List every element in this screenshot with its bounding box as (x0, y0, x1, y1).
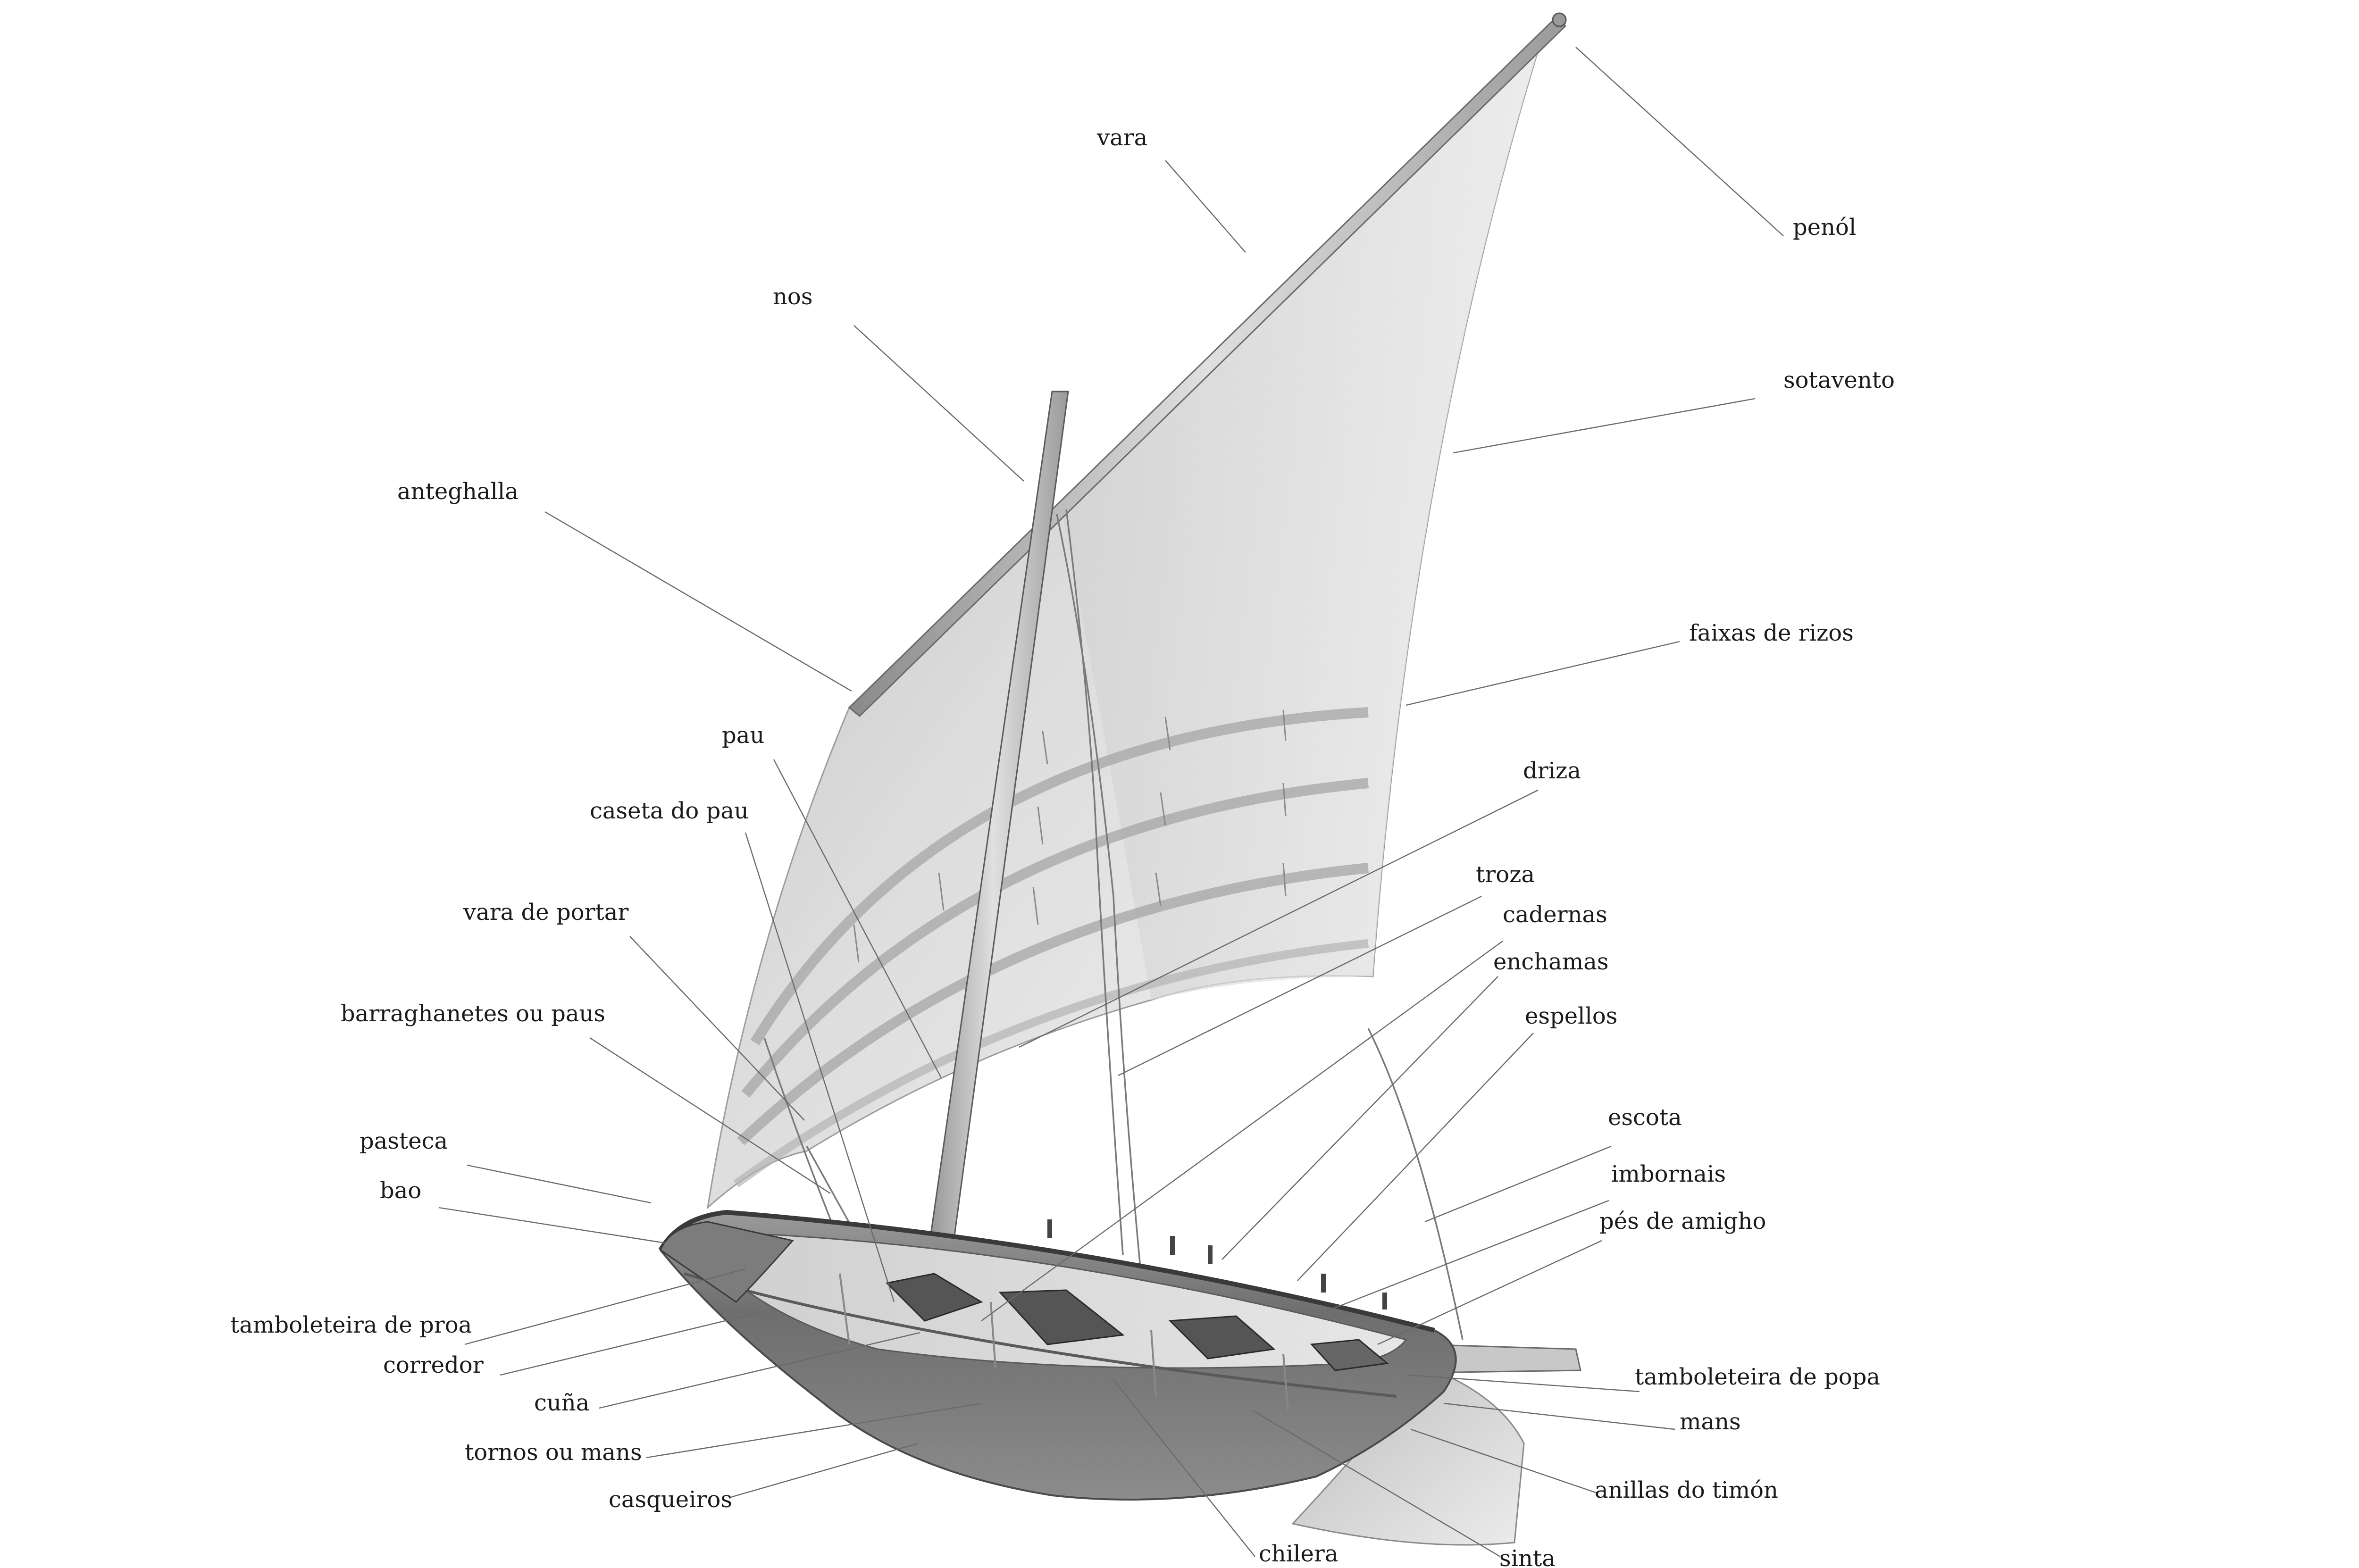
thwart-1 (885, 1273, 983, 1322)
leader-tornos (646, 1402, 982, 1459)
thwart-4 (1310, 1339, 1389, 1371)
label-cuna: cuña (534, 1390, 589, 1416)
leader-sotavento (1453, 398, 1756, 454)
leader-tamboleteira-proa (464, 1268, 746, 1345)
label-driza: driza (1523, 758, 1581, 784)
label-tamboleteira-de-popa: tamboleteira de popa (1635, 1364, 1880, 1390)
reef-band-3 (737, 863, 1369, 1146)
leader-troza (1118, 895, 1482, 1076)
label-tamboleteira-de-proa: tamboleteira de proa (230, 1312, 472, 1338)
label-corredor: corredor (383, 1352, 484, 1378)
leader-bao (438, 1207, 666, 1244)
label-espellos: espellos (1525, 1003, 1617, 1029)
labels: vara penól nos sotavento anteghalla faix… (230, 125, 1895, 1568)
reef-band-4 (733, 939, 1369, 1188)
sail-leeward-panel (1062, 35, 1543, 1000)
yard (848, 12, 1567, 717)
label-faixas-de-rizos: faixas de rizos (1689, 620, 1854, 646)
sail (706, 34, 1544, 1209)
label-vara: vara (1096, 125, 1147, 151)
label-caseta-do-pau: caseta do pau (590, 798, 749, 824)
label-imbornais: imbornais (1611, 1161, 1726, 1187)
label-pasteca: pasteca (360, 1128, 448, 1154)
reef-points (853, 709, 1287, 963)
label-barraghanetes: barraghanetes ou paus (341, 1001, 605, 1027)
label-sinta: sinta (1499, 1545, 1556, 1568)
thole-pins (1047, 1219, 1387, 1309)
leader-barraghanetes (589, 1037, 831, 1194)
leader-pes-de-amigho (1377, 1240, 1602, 1345)
bow-deck (660, 1221, 794, 1303)
leader-caseta (745, 832, 895, 1302)
thwart-3 (1168, 1315, 1276, 1359)
label-mans: mans (1680, 1409, 1741, 1435)
leader-corredor (500, 1310, 765, 1376)
halyard-line (1056, 514, 1143, 1284)
leader-vara (1165, 160, 1246, 253)
leader-cuna (599, 1332, 920, 1409)
label-anillas-do-timon: anillas do timón (1595, 1477, 1778, 1503)
label-escota: escota (1608, 1104, 1682, 1131)
leader-casqueiros (728, 1443, 918, 1499)
label-pau: pau (722, 722, 764, 749)
label-enchamas: enchamas (1493, 949, 1609, 975)
leader-vara-de-portar (629, 936, 805, 1121)
label-tornos-ou-mans: tornos ou mans (465, 1439, 642, 1466)
gunwale (658, 1209, 1435, 1333)
label-cadernas: cadernas (1503, 901, 1607, 928)
label-sotavento: sotavento (1783, 367, 1895, 393)
leader-enchamas (1221, 976, 1498, 1260)
label-chilera: chilera (1259, 1541, 1338, 1567)
label-penol: penól (1793, 214, 1856, 241)
label-bao: bao (380, 1177, 421, 1204)
leader-faixas (1405, 641, 1680, 706)
leader-escota (1424, 1145, 1612, 1223)
leader-chilera (1113, 1379, 1255, 1557)
label-nos: nos (773, 284, 812, 310)
leader-mans (1443, 1402, 1675, 1430)
leader-tamboleteira-popa (1408, 1374, 1640, 1393)
label-pes-de-amigho: pés de amigho (1599, 1208, 1766, 1234)
hull (658, 1209, 1457, 1501)
leader-lines (438, 47, 1784, 1558)
leader-driza (1019, 789, 1539, 1048)
label-vara-de-portar: vara de portar (463, 899, 628, 926)
leader-anillas (1410, 1428, 1598, 1494)
halyard-line-2 (1065, 509, 1124, 1255)
thwart-2 (998, 1289, 1125, 1345)
sheet-line (1367, 1028, 1464, 1340)
yard-tip (1552, 12, 1567, 27)
leader-penol (1575, 47, 1784, 236)
leader-sinta (1252, 1410, 1501, 1558)
leader-imbornais (1325, 1200, 1609, 1312)
leader-pasteca (467, 1164, 652, 1204)
leader-nos (853, 325, 1024, 482)
label-casqueiros: casqueiros (609, 1486, 732, 1513)
reef-band-2 (741, 778, 1369, 1098)
leader-espellos (1297, 1033, 1534, 1281)
leader-cadernas (981, 941, 1503, 1321)
label-anteghalla: anteghalla (397, 478, 519, 505)
rubbing-strake (684, 1272, 1397, 1398)
leader-pau (773, 759, 942, 1078)
leader-anteghalla (544, 511, 852, 692)
label-troza: troza (1476, 861, 1535, 888)
yard-spar (848, 15, 1567, 717)
